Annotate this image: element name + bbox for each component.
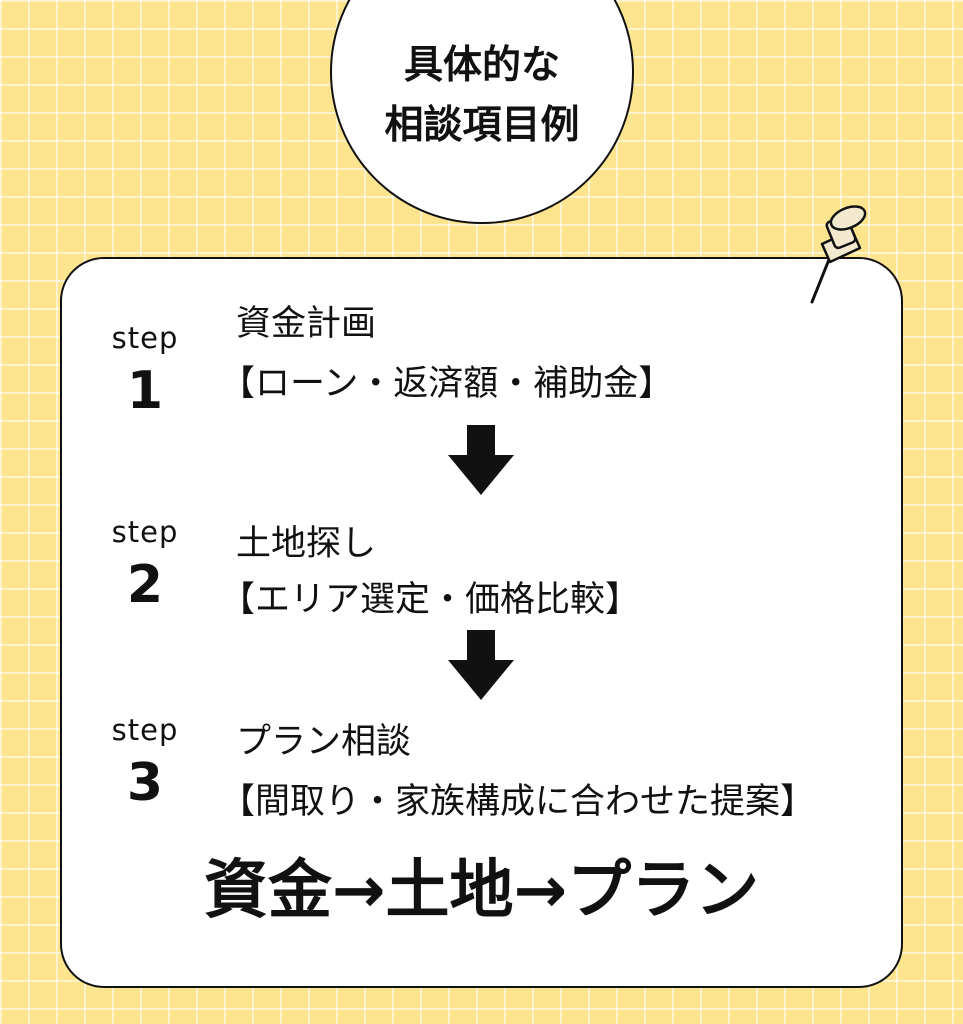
step-2-details: 【エリア選定・価格比較】 bbox=[220, 580, 641, 620]
title-line-1: 具体的な bbox=[403, 43, 560, 88]
step-label: step bbox=[111, 515, 179, 549]
step-number: 3 bbox=[126, 753, 164, 813]
push-pin-icon bbox=[810, 205, 867, 304]
arrow-down-icon bbox=[448, 425, 514, 495]
step-1-marker: step 1 bbox=[103, 322, 187, 420]
summary-flow: 資金→土地→プラン bbox=[203, 854, 760, 928]
step-number: 1 bbox=[126, 361, 164, 421]
page-title: 具体的な 相談項目例 bbox=[330, 36, 634, 156]
step-3-marker: step 3 bbox=[103, 714, 187, 812]
step-1-details: 【ローン・返済額・補助金】 bbox=[220, 364, 674, 404]
step-1-heading: 資金計画 bbox=[236, 304, 377, 344]
step-3-details: 【間取り・家族構成に合わせた提案】 bbox=[220, 782, 816, 822]
steps-card bbox=[60, 257, 903, 988]
step-3-heading: プラン相談 bbox=[236, 722, 412, 762]
step-label: step bbox=[111, 321, 179, 355]
step-label: step bbox=[111, 713, 179, 747]
step-2-marker: step 2 bbox=[103, 516, 187, 614]
step-number: 2 bbox=[126, 555, 164, 615]
arrow-down-icon bbox=[448, 630, 514, 700]
step-2-heading: 土地探し bbox=[236, 524, 377, 564]
title-line-2: 相談項目例 bbox=[384, 103, 580, 148]
